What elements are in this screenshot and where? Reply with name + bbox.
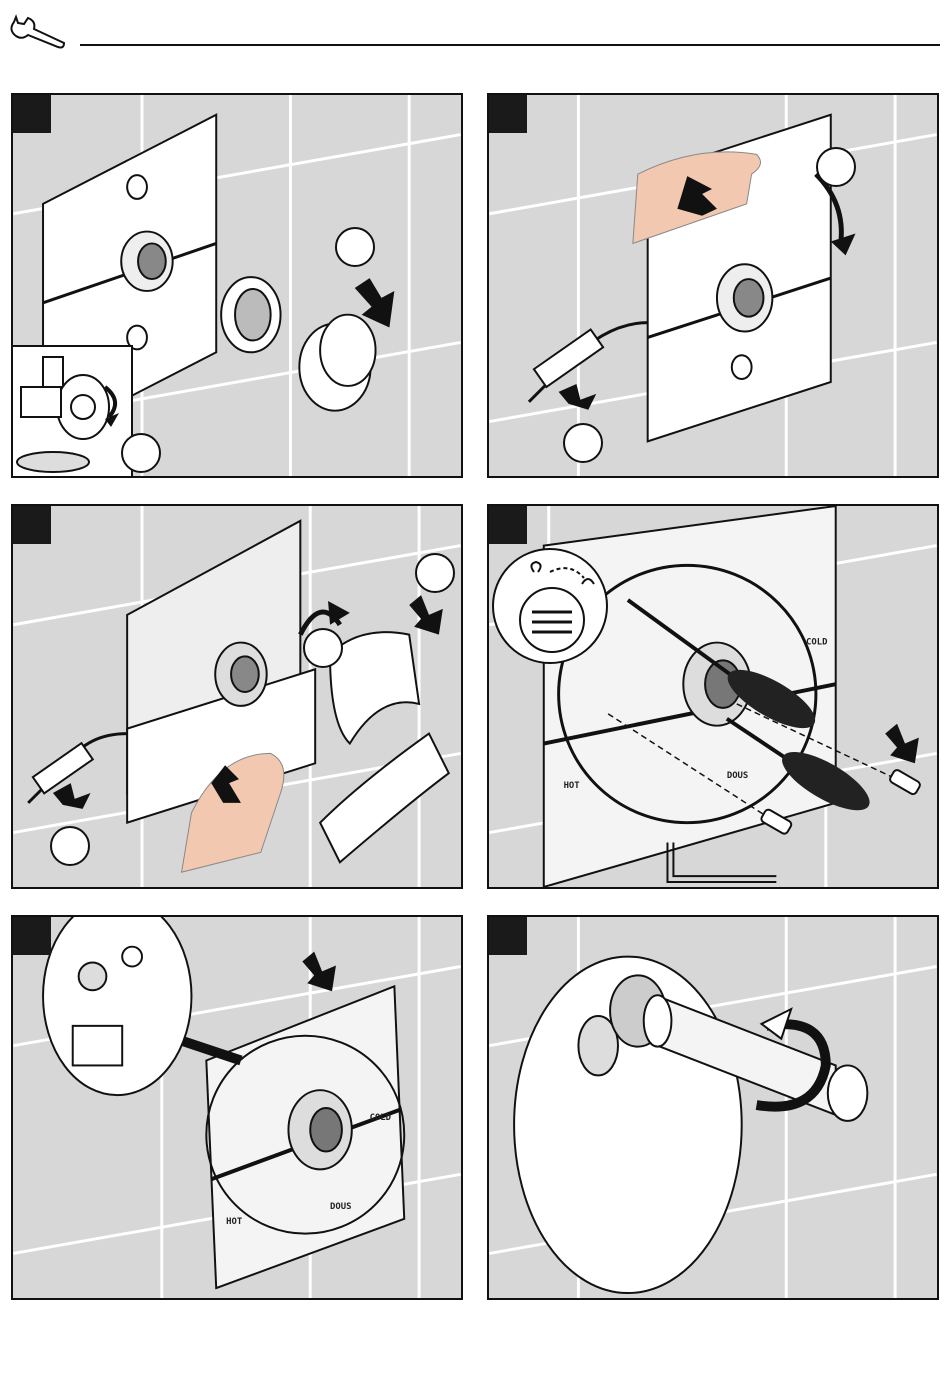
step-5-panel: COLD HOT DOUS <box>11 915 463 1300</box>
step-1-panel <box>11 93 463 478</box>
step-5-illustration: COLD HOT DOUS <box>13 917 461 1298</box>
hot-marking: HOT <box>226 1217 242 1227</box>
step-6-illustration <box>489 917 937 1298</box>
callout-circle-a <box>415 553 455 593</box>
step-number-box <box>13 917 51 955</box>
callout-circle-b <box>121 433 161 473</box>
callout-circle-b <box>563 423 603 463</box>
step-number-box <box>489 917 527 955</box>
cold-marking: COLD <box>806 638 827 648</box>
step-number-box <box>489 95 527 133</box>
wrench-icon <box>11 17 64 48</box>
detail-inset <box>11 345 133 478</box>
step-number-box <box>13 506 51 544</box>
cold-marking: COLD <box>370 1113 391 1123</box>
step-number-box <box>13 95 51 133</box>
detail-inset-circle <box>492 548 608 664</box>
callout-circle-a <box>816 147 856 187</box>
step-number-box <box>489 506 527 544</box>
step-4-panel: COLD HOT DOUS <box>487 504 939 889</box>
page-header <box>0 0 950 70</box>
step-2-panel <box>487 93 939 478</box>
step-6-panel <box>487 915 939 1300</box>
step-3-panel <box>11 504 463 889</box>
callout-circle-b <box>303 628 343 668</box>
callout-circle-c <box>50 826 90 866</box>
dous-marking: DOUS <box>727 771 748 781</box>
callout-circle-a <box>335 227 375 267</box>
hot-marking: HOT <box>564 781 580 791</box>
step-2-illustration <box>489 95 937 476</box>
dous-marking: DOUS <box>330 1202 351 1212</box>
